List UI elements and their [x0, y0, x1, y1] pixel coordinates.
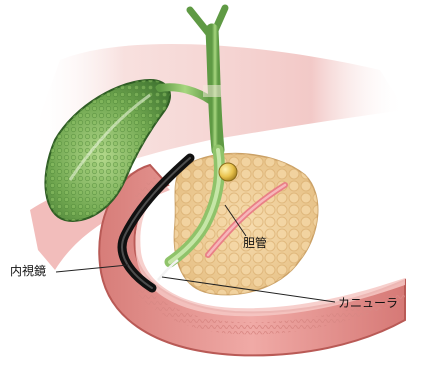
bile-duct-label: 胆管 [243, 236, 267, 250]
gallstone [219, 163, 237, 181]
cannula-label: カニューラ [338, 296, 398, 310]
endoscope-label: 内視鏡 [10, 264, 46, 278]
pancreas [174, 154, 317, 295]
